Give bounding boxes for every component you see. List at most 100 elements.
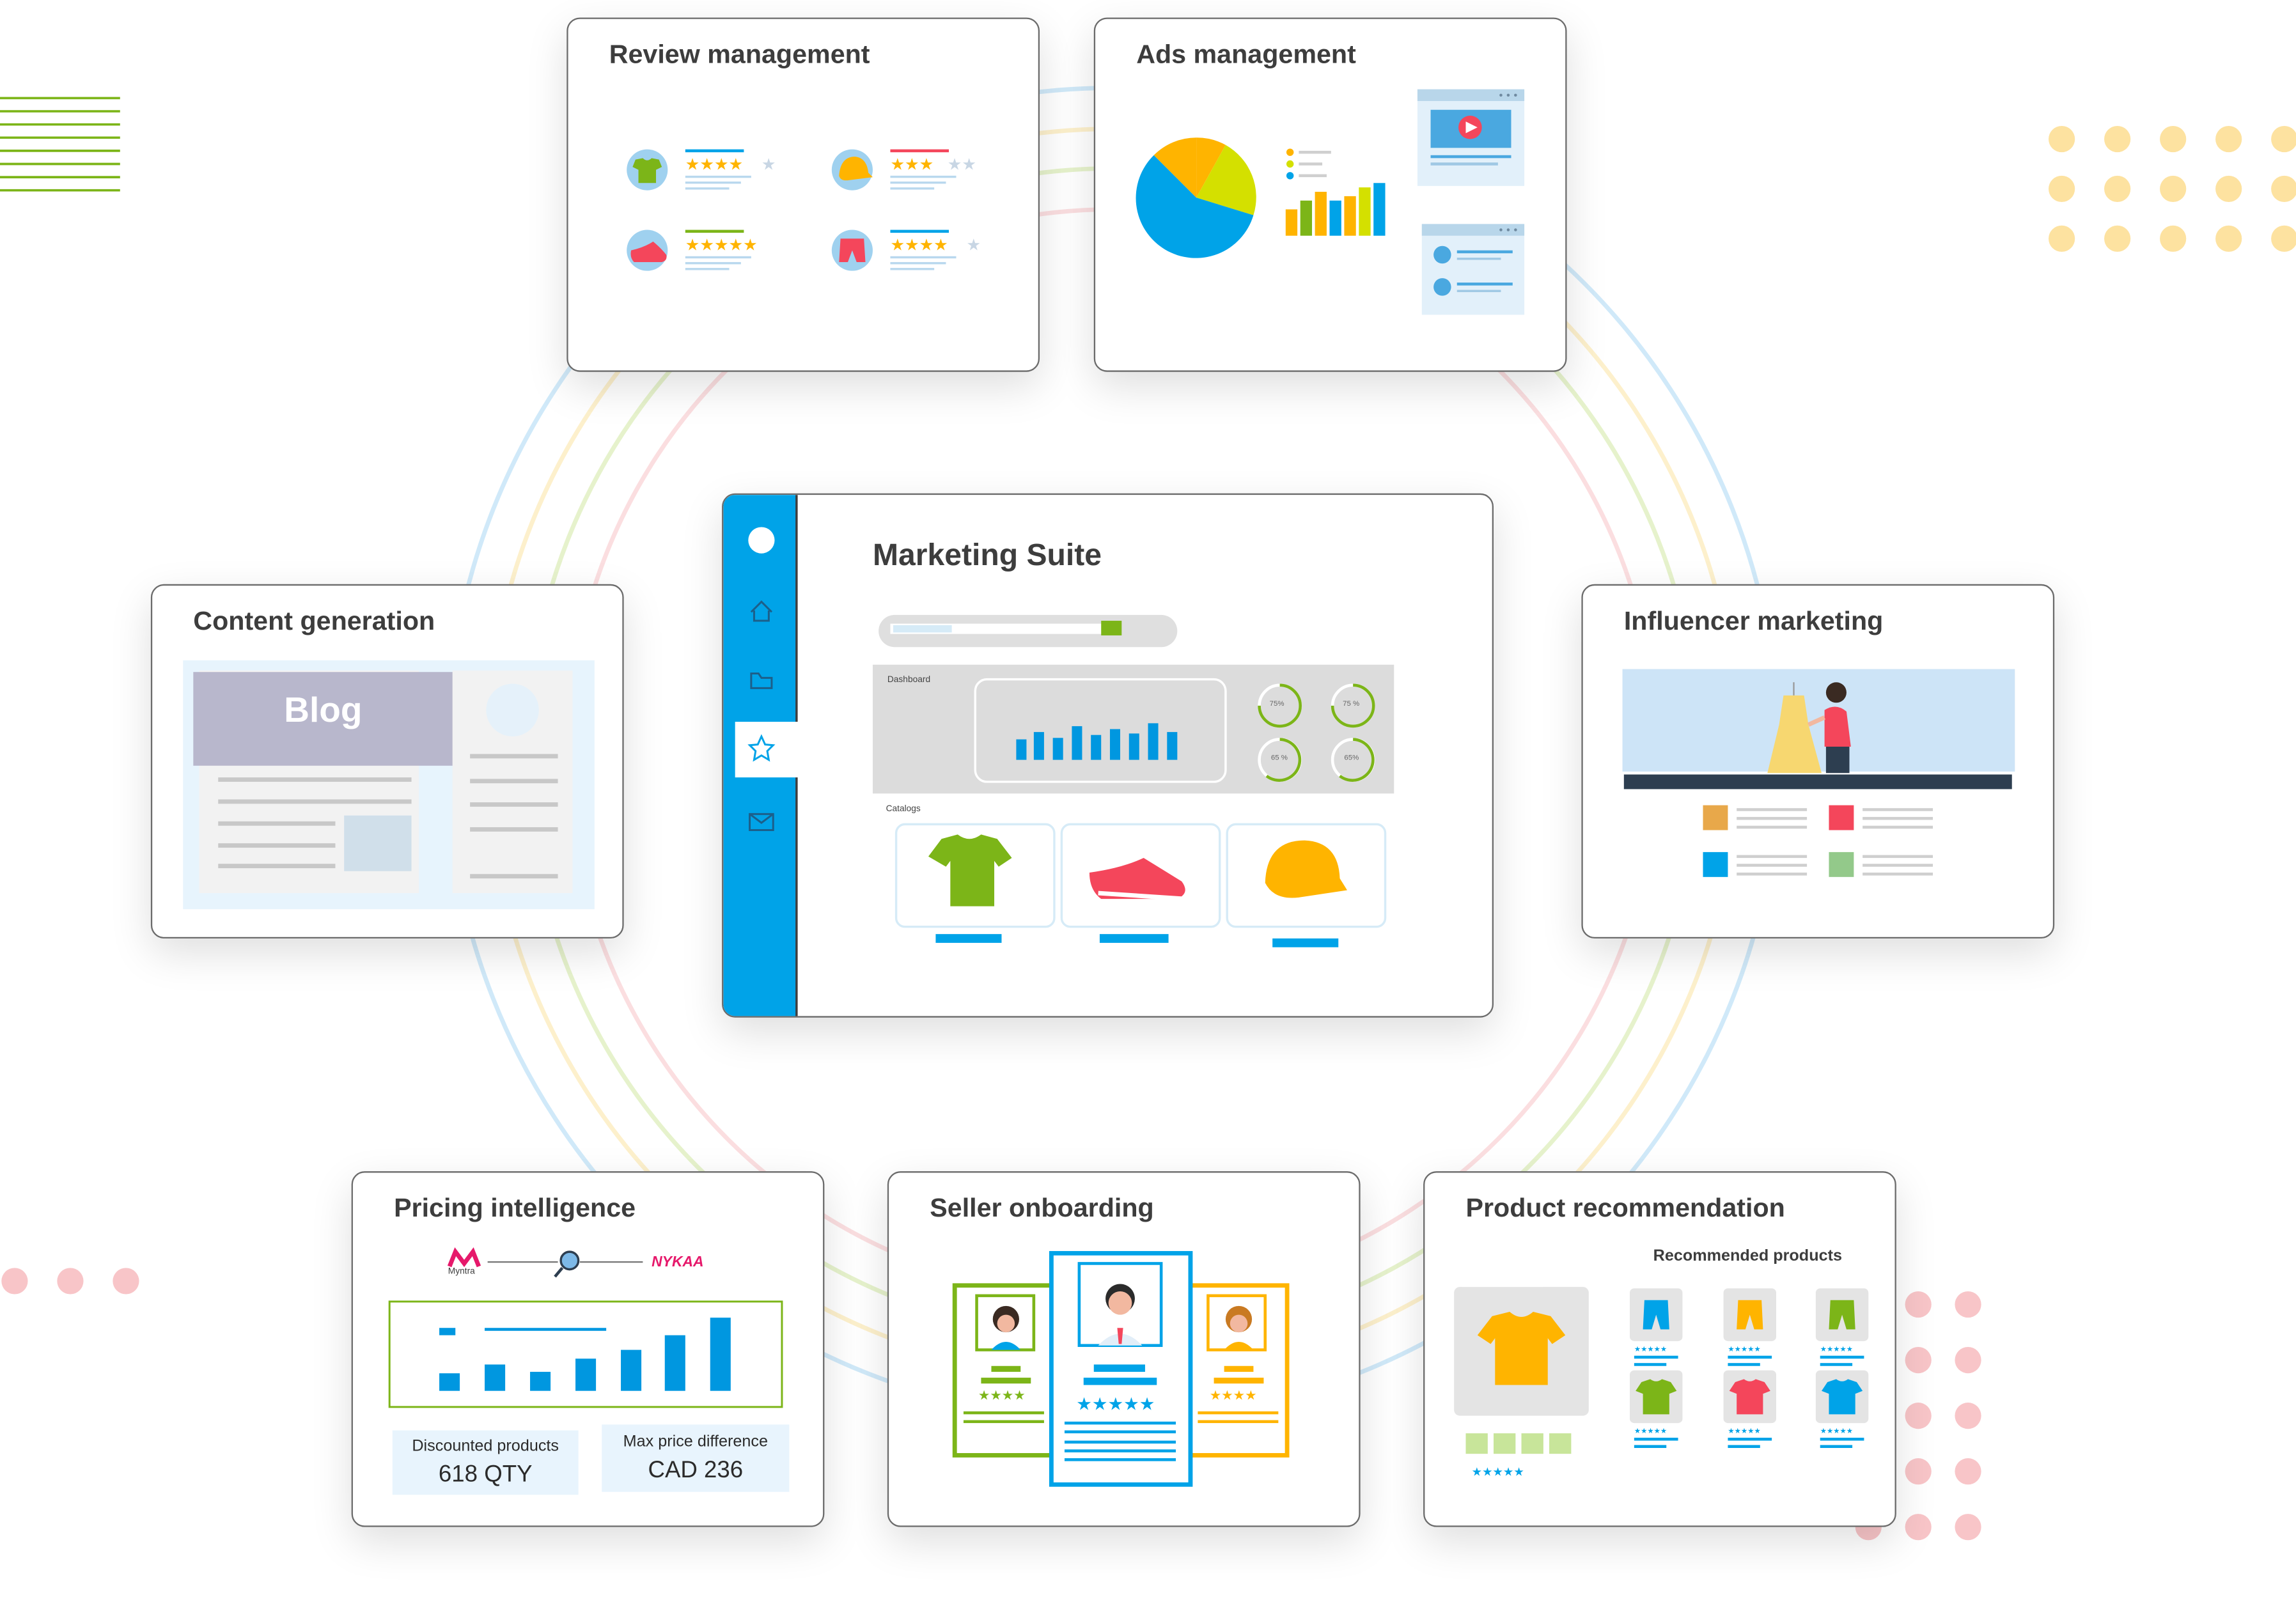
recommended-item[interactable]: ★★★★★ bbox=[1629, 1288, 1683, 1366]
review-management-illustration: ★★★★★ ★★★★★ ★★★★★ ★★★★★ bbox=[627, 149, 981, 271]
svg-text:★: ★ bbox=[967, 236, 981, 254]
sneaker-icon bbox=[1089, 858, 1185, 899]
catalog-tile-cap[interactable] bbox=[1226, 823, 1387, 928]
blog-label: Blog bbox=[284, 690, 363, 731]
video-ad-window bbox=[1417, 89, 1525, 186]
ads-bar-chart bbox=[1285, 183, 1386, 236]
pricing-chart-frame bbox=[388, 1300, 783, 1408]
svg-text:★★★★★: ★★★★★ bbox=[1728, 1344, 1760, 1353]
blog-banner bbox=[193, 672, 460, 766]
svg-text:★★★★★: ★★★★★ bbox=[1820, 1344, 1853, 1353]
myntra-logo bbox=[447, 1247, 481, 1268]
svg-text:★★★★★: ★★★★★ bbox=[1634, 1426, 1667, 1435]
review-item: ★★★★★ bbox=[627, 149, 776, 191]
star-icon bbox=[747, 734, 776, 762]
mail-icon[interactable] bbox=[749, 813, 774, 832]
pricing-bars bbox=[439, 1318, 731, 1391]
gauge-label-4: 65% bbox=[1344, 754, 1359, 763]
svg-text:★★★★: ★★★★ bbox=[890, 236, 948, 254]
pricing-intelligence-illustration bbox=[388, 1247, 783, 1408]
list-ad-window bbox=[1421, 224, 1525, 315]
svg-text:★★★★: ★★★★ bbox=[685, 155, 743, 174]
ads-management-card[interactable]: Ads management bbox=[1093, 17, 1567, 372]
review-item: ★★★★★ bbox=[627, 229, 758, 271]
recommended-item[interactable]: ★★★★★ bbox=[1815, 1288, 1869, 1366]
recommended-item[interactable]: ★★★★★ bbox=[1815, 1370, 1869, 1449]
review-item: ★★★★★ bbox=[831, 149, 976, 191]
seller-profile-card-green: ★★★★ bbox=[952, 1283, 1056, 1458]
svg-text:★★★★★: ★★★★★ bbox=[1728, 1426, 1760, 1435]
gauge-label-3: 65 % bbox=[1270, 754, 1288, 763]
hub-search-icon[interactable] bbox=[1101, 621, 1122, 635]
svg-text:★★★★★: ★★★★★ bbox=[1820, 1426, 1853, 1435]
marketing-suite-illustration bbox=[723, 495, 1394, 1016]
ads-management-illustration bbox=[1136, 89, 1525, 315]
discounted-products-label: Discounted products bbox=[412, 1437, 559, 1456]
influencer-figure bbox=[1824, 706, 1851, 747]
dress-icon bbox=[1767, 695, 1822, 774]
dashboard-label: Dashboard bbox=[887, 676, 931, 685]
product-recommendation-title: Product recommendation bbox=[1465, 1193, 1785, 1223]
pink-dots-left-decoration bbox=[1, 1268, 139, 1295]
pricing-intelligence-card[interactable]: Pricing intelligence Myntra NYKAA Discou… bbox=[351, 1171, 825, 1527]
seller-profile-card-yellow: ★★★★ bbox=[1187, 1283, 1290, 1458]
marketing-suite-title: Marketing Suite bbox=[872, 538, 1102, 573]
seller-profile-card-blue: ★★★★★ bbox=[1049, 1250, 1193, 1487]
discounted-products-stat: Discounted products 618 QTY bbox=[392, 1430, 579, 1495]
catalog-tile-sneaker[interactable] bbox=[1060, 823, 1221, 928]
max-price-difference-label: Max price difference bbox=[623, 1433, 769, 1451]
catalog-tile-tshirt[interactable] bbox=[894, 823, 1056, 928]
dashboard-bars bbox=[1016, 723, 1178, 760]
svg-text:★★★★★: ★★★★★ bbox=[1076, 1394, 1155, 1414]
marketing-suite-card: Marketing Suite Dashboard Catalogs 75% 7… bbox=[722, 493, 1494, 1018]
cap-icon bbox=[1265, 840, 1347, 898]
review-management-title: Review management bbox=[609, 39, 870, 69]
pie-chart bbox=[1136, 137, 1256, 258]
content-generation-title: Content generation bbox=[193, 606, 435, 635]
seller-onboarding-title: Seller onboarding bbox=[930, 1193, 1154, 1223]
pricing-intelligence-title: Pricing intelligence bbox=[394, 1193, 636, 1223]
yellow-dots-decoration bbox=[2048, 125, 2296, 252]
tshirt-icon bbox=[928, 834, 1012, 906]
product-recommendation-card[interactable]: ★★★★★ ★★★★★ ★★★★★ ★★★★★ bbox=[1423, 1171, 1896, 1527]
svg-text:★★★★★: ★★★★★ bbox=[685, 236, 758, 254]
max-price-difference-value: CAD 236 bbox=[648, 1458, 744, 1483]
recommended-item[interactable]: ★★★★★ bbox=[1723, 1288, 1777, 1366]
featured-tshirt-icon bbox=[1477, 1312, 1566, 1385]
green-lines-decoration bbox=[0, 97, 120, 192]
review-management-card[interactable]: ★★★★★ ★★★★★ ★★★★★ ★★★★★ bbox=[566, 17, 1040, 372]
pink-dots-right-decoration bbox=[1855, 1291, 1981, 1541]
home-icon[interactable] bbox=[750, 600, 772, 622]
influencer-marketing-card[interactable]: Influencer marketing bbox=[1581, 584, 2055, 939]
svg-text:★: ★ bbox=[761, 155, 776, 174]
star-tab-active[interactable] bbox=[735, 722, 799, 778]
ads-legend bbox=[1286, 148, 1331, 180]
recommended-item[interactable]: ★★★★★ bbox=[1723, 1370, 1777, 1449]
profile-icon[interactable] bbox=[748, 527, 775, 554]
seller-onboarding-card[interactable]: ★★★★ ★★★★ ★★★★★ bbox=[887, 1171, 1361, 1527]
ads-management-title: Ads management bbox=[1136, 39, 1356, 69]
nykaa-brand-label: NYKAA bbox=[652, 1254, 704, 1271]
seller-onboarding-illustration: ★★★★ ★★★★ ★★★★★ bbox=[952, 1250, 1290, 1487]
svg-text:★★: ★★ bbox=[948, 155, 976, 174]
myntra-brand-label: Myntra bbox=[448, 1268, 475, 1277]
max-price-difference-stat: Max price difference CAD 236 bbox=[602, 1424, 790, 1492]
catalogs-label: Catalogs bbox=[886, 805, 921, 814]
folder-icon[interactable] bbox=[750, 673, 773, 689]
review-item: ★★★★★ bbox=[831, 229, 981, 271]
recommended-item[interactable]: ★★★★★ bbox=[1629, 1370, 1683, 1449]
svg-text:★★★★: ★★★★ bbox=[1210, 1387, 1257, 1403]
gauge-label-2: 75 % bbox=[1343, 699, 1360, 709]
svg-text:★★★★★: ★★★★★ bbox=[1472, 1466, 1524, 1479]
product-recommendation-illustration: ★★★★★ ★★★★★ ★★★★★ ★★★★★ bbox=[1454, 1287, 1869, 1479]
recommended-products-label: Recommended products bbox=[1653, 1247, 1842, 1265]
content-generation-illustration bbox=[183, 660, 595, 910]
svg-text:★★★: ★★★ bbox=[890, 155, 933, 174]
gauge-label-1: 75% bbox=[1269, 699, 1285, 709]
influencer-marketing-illustration bbox=[1622, 669, 2015, 877]
svg-text:★★★★★: ★★★★★ bbox=[1634, 1344, 1667, 1353]
dashboard-gauges bbox=[1258, 683, 1375, 782]
discounted-products-value: 618 QTY bbox=[438, 1462, 533, 1488]
content-generation-card[interactable]: Content generation Blog bbox=[150, 584, 624, 939]
influencer-marketing-title: Influencer marketing bbox=[1623, 606, 1884, 635]
